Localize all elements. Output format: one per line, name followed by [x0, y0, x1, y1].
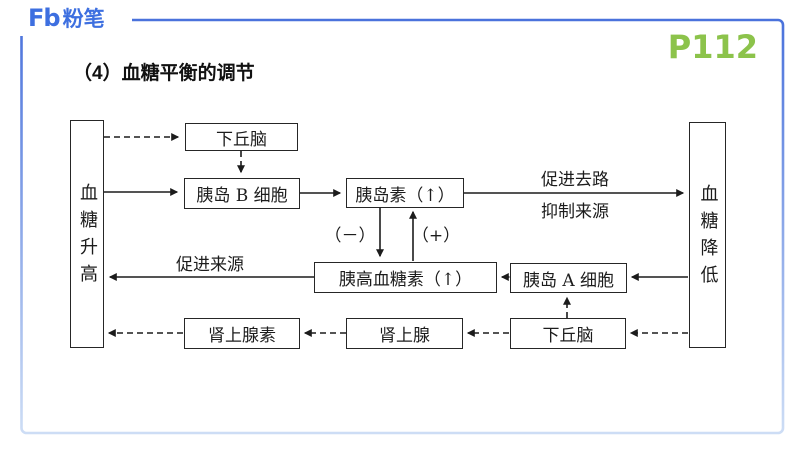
label-promote-removal: 促进去路 — [541, 170, 609, 190]
node-hypothalamus-bottom: 下丘脑 — [510, 318, 626, 349]
node-blood-glucose-rise: 血糖升高 — [70, 120, 104, 348]
node-blood-glucose-fall: 血糖降低 — [689, 122, 726, 348]
node-insulin: 胰岛素（↑） — [346, 178, 464, 208]
fenbi-logo: Fb 粉笔 — [28, 3, 105, 33]
label-promote-source: 促进来源 — [176, 255, 244, 275]
node-islet-a-cells: 胰岛 A 细胞 — [510, 263, 627, 293]
node-hypothalamus-top: 下丘脑 — [185, 123, 298, 151]
fenbi-logo-text: 粉笔 — [62, 8, 105, 31]
node-adrenal-gland: 肾上腺 — [346, 318, 463, 349]
node-glucagon: 胰高血糖素（↑） — [314, 262, 497, 293]
node-adrenaline: 肾上腺素 — [184, 318, 300, 349]
slide-title: （4）血糖平衡的调节 — [73, 63, 255, 84]
label-positive-feedback: （+） — [411, 226, 461, 246]
fenbi-logo-icon: Fb — [28, 4, 61, 32]
label-negative-feedback: （－） — [324, 226, 376, 246]
label-inhibit-source: 抑制来源 — [541, 202, 609, 222]
page-number: P112 — [667, 28, 758, 66]
node-islet-b-cells: 胰岛 B 细胞 — [184, 178, 300, 209]
frame-corner-mask — [0, 0, 132, 36]
